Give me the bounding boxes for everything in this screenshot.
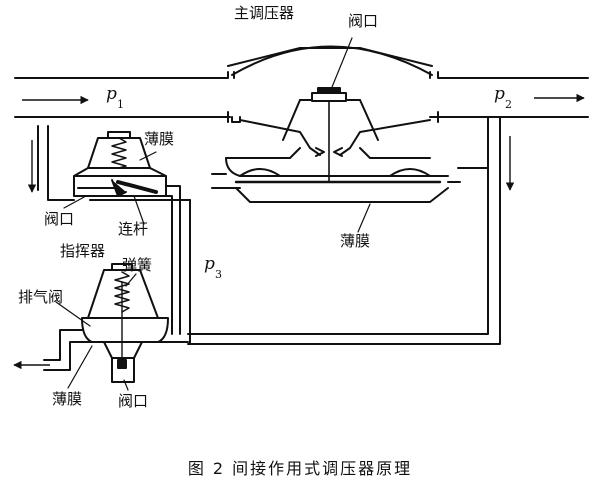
leader-valve-port-vent bbox=[123, 379, 129, 391]
vent-spring bbox=[114, 271, 130, 313]
label-diaphragm-vent: 薄膜 bbox=[52, 390, 83, 408]
downstream-line bbox=[187, 116, 501, 345]
leader-diaphragm-vent bbox=[67, 345, 93, 389]
label-pilot: 指挥器 bbox=[60, 242, 106, 260]
label-p2: p bbox=[494, 84, 505, 104]
leader-vent-valve bbox=[55, 301, 91, 327]
label-valve-port-pilot: 阀口 bbox=[44, 210, 75, 228]
vent-valve-assembly bbox=[43, 263, 189, 383]
label-diaphragm-pilot: 薄膜 bbox=[144, 130, 175, 148]
label-p3-subscript: 3 bbox=[215, 268, 222, 281]
leader-diaphragm-pilot bbox=[139, 151, 157, 161]
leader-valve-port-top bbox=[329, 37, 353, 93]
pilot-assembly bbox=[73, 131, 191, 345]
label-p1: p bbox=[106, 84, 117, 104]
leader-diaphragm-main bbox=[357, 203, 371, 233]
label-valve-port-vent: 阀口 bbox=[118, 392, 149, 410]
main-diaphragm-chamber bbox=[211, 147, 461, 203]
label-vent-valve: 排气阀 bbox=[18, 288, 64, 306]
label-spring: 弹簧 bbox=[122, 256, 153, 274]
pilot-spring bbox=[111, 137, 127, 169]
label-linkage: 连杆 bbox=[118, 220, 149, 238]
label-diaphragm-main: 薄膜 bbox=[340, 232, 371, 250]
figure-caption: 图 2 间接作用式调压器原理 bbox=[187, 459, 413, 478]
leader-valve-port-pilot bbox=[63, 195, 87, 209]
label-p3: p bbox=[204, 254, 215, 274]
upstream-feed-line bbox=[37, 125, 75, 201]
label-p1-subscript: 1 bbox=[117, 98, 124, 111]
label-valve-port-top: 阀口 bbox=[348, 12, 379, 30]
label-p2-subscript: 2 bbox=[505, 98, 512, 111]
leader-spring bbox=[125, 273, 137, 287]
main-pipe bbox=[14, 45, 589, 123]
main-valve-body bbox=[239, 87, 431, 183]
leader-linkage bbox=[133, 195, 145, 225]
label-main-regulator: 主调压器 bbox=[234, 4, 295, 22]
